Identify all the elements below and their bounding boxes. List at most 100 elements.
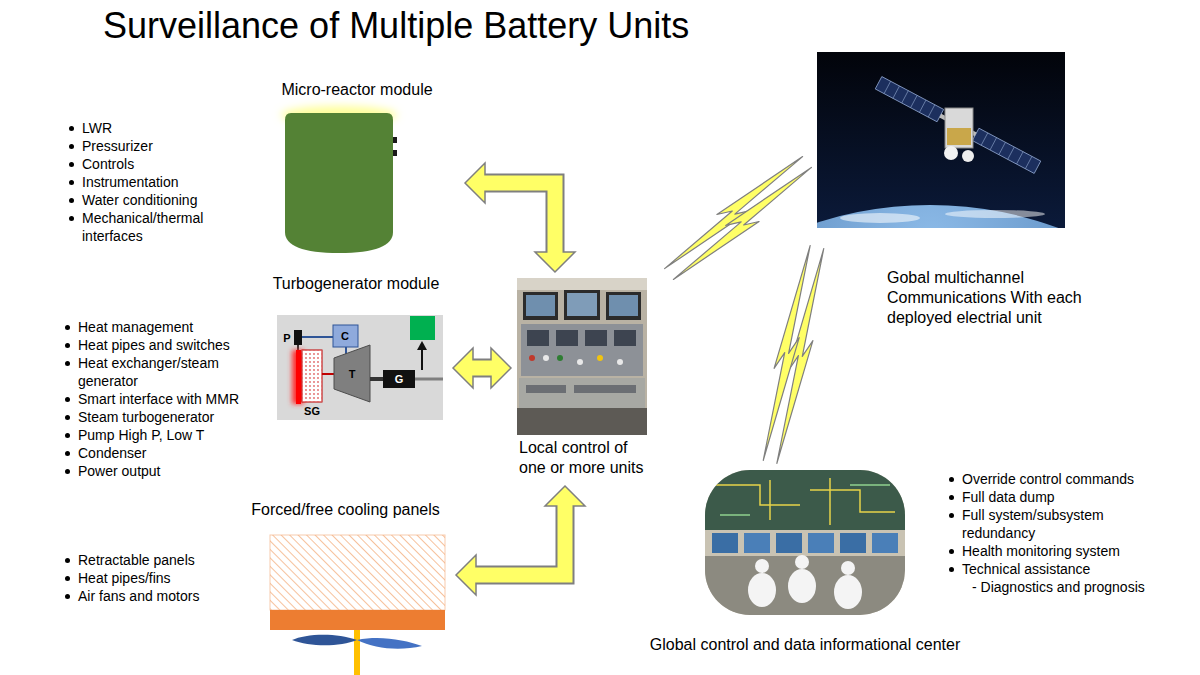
bullet-text: Water conditioning: [82, 191, 236, 209]
monitor: [840, 533, 866, 553]
bullet-text: Heat exchanger/steam generator: [78, 354, 258, 390]
bullet-dot: [69, 180, 74, 185]
symbol-label: C: [335, 329, 355, 343]
bullet-text: Instrumentation: [82, 173, 236, 191]
mimic-lines: [720, 485, 890, 515]
monitor: [606, 292, 641, 320]
bullet-item: Full system/subsystem redundancy: [946, 506, 1166, 542]
bullet-text: Heat management: [78, 318, 258, 336]
panel-fins: [270, 535, 445, 610]
solar-array: [875, 77, 1041, 174]
bullet-dot: [949, 477, 954, 482]
picture-space: [356, 294, 357, 420]
monitor: [872, 533, 898, 553]
knob: [529, 355, 535, 361]
bullet-text: Full system/subsystem redundancy: [962, 506, 1166, 542]
bullet-text: Pump High P, Low T: [78, 426, 258, 444]
bullet-text: Heat pipes and switches: [78, 336, 258, 354]
arrow-body: [468, 361, 496, 376]
knob: [577, 359, 583, 365]
solar-panel: [875, 77, 943, 122]
gold-foil: [947, 128, 971, 145]
bullet-dot: [65, 433, 70, 438]
arrow-body: [480, 183, 555, 257]
output-arrowhead: [417, 341, 427, 350]
bullet-item: Heat management: [62, 318, 258, 336]
bullet-item: Technical assistance: [946, 560, 1166, 578]
knob: [597, 355, 603, 361]
lightning-bolt: [673, 167, 811, 279]
node-label: Gobal multichannel Communications With e…: [887, 268, 1145, 328]
bullet-dot: [65, 576, 70, 581]
bullet-text: Retractable panels: [78, 551, 232, 569]
bullet-text: Mechanical/thermal interfaces: [82, 209, 236, 245]
arrow-connector: [456, 486, 585, 595]
bullet-dot: [949, 495, 954, 500]
picture-space: [805, 470, 806, 635]
picture-space: [515, 278, 516, 438]
knob: [557, 355, 563, 361]
bullet-dot: [65, 415, 70, 420]
node-label: Turbogenerator module: [273, 274, 440, 294]
generator-symbol: [383, 370, 415, 388]
heat-source: [296, 350, 301, 404]
bullet-dot: [65, 343, 70, 348]
arrow-connector: [453, 348, 511, 388]
solar-panel: [972, 128, 1040, 173]
bullet-dot: [949, 549, 954, 554]
cooling-panel-drawing: [270, 535, 445, 675]
turbogenerator-module: Turbogenerator module: [263, 274, 449, 420]
turbine-symbol: [334, 345, 370, 402]
monitor: [808, 533, 834, 553]
bullet-item: Power output: [62, 462, 258, 480]
lightning-link: [665, 157, 812, 280]
satellite-link: Gobal multichannel Communications With e…: [817, 52, 1147, 328]
console-base: [517, 408, 647, 435]
switch-row: [574, 385, 636, 393]
output-symbol: [410, 316, 435, 340]
bullet-list: Heat managementHeat pipes and switchesHe…: [62, 318, 258, 480]
bullet-text: Pressurizer: [82, 137, 236, 155]
condenser-symbol: [333, 325, 358, 347]
reactor-port: [393, 150, 397, 156]
bullet-text: Controls: [82, 155, 236, 173]
bullet-dot: [65, 325, 70, 330]
photo-ground: [705, 470, 905, 615]
console: [519, 378, 645, 408]
bullet-text: Heat pipes/fins: [78, 569, 232, 587]
cooling-panel-module: Forced/free cooling panels: [243, 500, 448, 650]
node-label: Global control and data informational ce…: [650, 635, 960, 655]
turbogenerator-schematic: [277, 315, 443, 420]
ceiling: [517, 278, 647, 290]
bullet-dot: [65, 451, 70, 456]
antenna-dish: [962, 150, 974, 162]
reactor-vessel: [285, 113, 393, 253]
bullet-dot: [949, 567, 954, 572]
arrow-connector: [465, 163, 575, 272]
bullet-text: LWR: [82, 119, 236, 137]
bullet-text: Override control commands: [962, 470, 1166, 488]
bullet-item: Heat exchanger/steam generator: [62, 354, 258, 390]
bullet-list: LWRPressurizerControlsInstrumentationWat…: [66, 119, 236, 245]
knob: [617, 359, 623, 365]
mimic-lines: [715, 478, 895, 525]
node-label: Local control of one or more units: [519, 438, 655, 478]
bullet-dot: [949, 513, 954, 518]
panel-display: [614, 330, 636, 346]
panel: [521, 324, 643, 376]
bullet-dot: [65, 469, 70, 474]
power-line: [415, 378, 443, 381]
bullet-dot: [69, 162, 74, 167]
lightning-link: [763, 246, 824, 464]
node-label: Micro-reactor module: [281, 80, 432, 100]
local-control-photo: [517, 278, 647, 435]
bullet-item: Heat pipes/fins: [62, 569, 232, 587]
bullet-text: Air fans and motors: [78, 587, 232, 605]
bullet-item: Pump High P, Low T: [62, 426, 258, 444]
operator: [834, 575, 862, 609]
steam-line: [322, 373, 334, 375]
reactor-module: Micro-reactor module: [257, 80, 457, 255]
pump-symbol: [294, 330, 302, 345]
bullet-item: Override control commands: [946, 470, 1166, 488]
bullet-item: LWR: [66, 119, 236, 137]
